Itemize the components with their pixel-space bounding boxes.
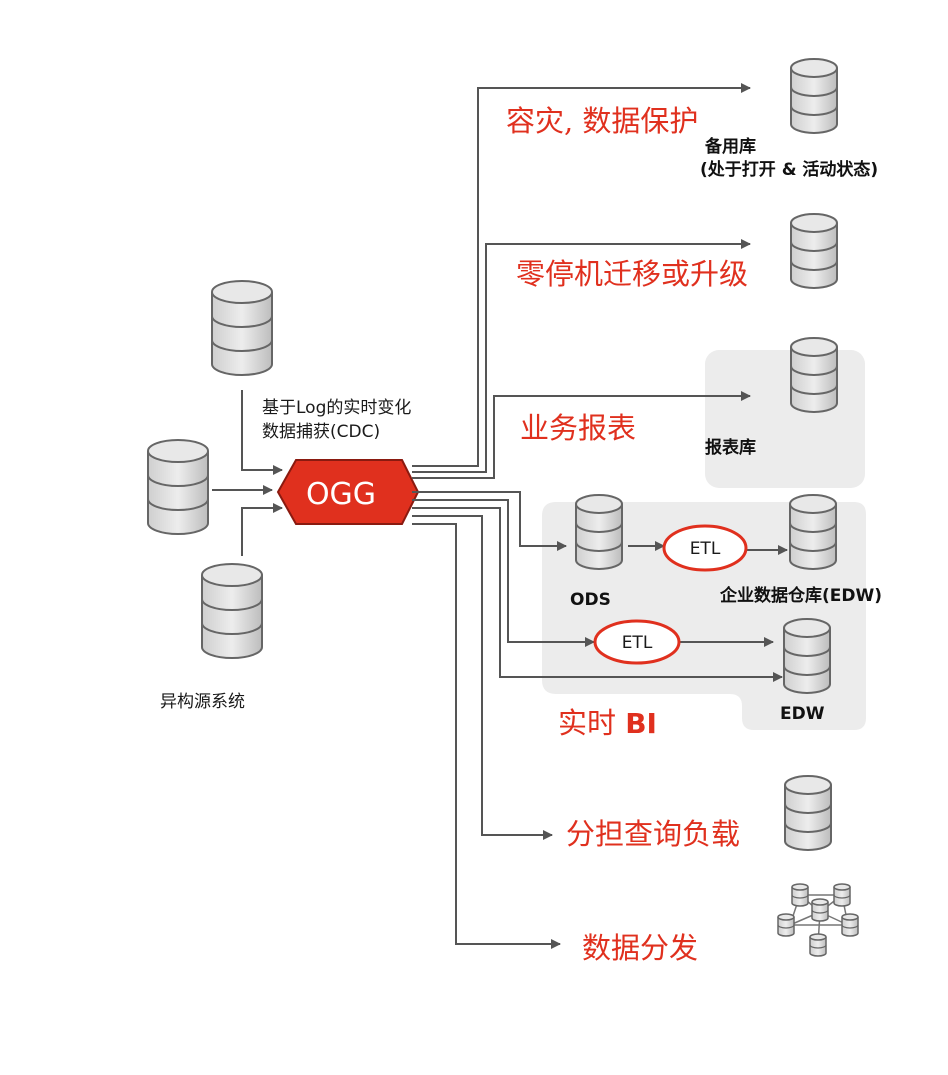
offload-title: 分担查询负载: [566, 817, 740, 851]
zero-downtime-title: 零停机迁移或升级: [516, 257, 748, 291]
bi-title: 实时 BI: [558, 706, 657, 740]
distribution-flow-arrow: [412, 524, 560, 944]
source-database-icon: [148, 440, 208, 534]
migration-database-icon: [791, 214, 837, 288]
offload-database-icon: [785, 776, 831, 850]
reporting-title: 业务报表: [520, 411, 636, 445]
cdc-label-line2: 数据捕获(CDC): [262, 422, 380, 442]
etl-label: ETL: [690, 539, 721, 559]
standby-database-icon: [791, 59, 837, 133]
dr-title: 容灾, 数据保护: [506, 104, 698, 138]
cdc-source-database-icon: [212, 281, 272, 375]
cdc-label-line1: 基于Log的实时变化: [262, 398, 411, 418]
reporting-db-label: 报表库: [705, 437, 756, 458]
ogg-label: OGG: [306, 477, 376, 512]
reporting-database-icon: [791, 338, 837, 412]
edw-database-icon: [790, 495, 836, 569]
edw-label: 企业数据仓库(EDW): [719, 585, 882, 606]
standby-db-label: 备用库: [704, 136, 756, 157]
distributed-network-icon: [778, 884, 858, 956]
offload-flow-arrow: [412, 516, 552, 835]
hetero-source-database-icon: [202, 564, 262, 658]
hetero-source-label: 异构源系统: [160, 692, 245, 712]
ods-label: ODS: [570, 590, 611, 610]
ods-database-icon: [576, 495, 622, 569]
reporting-panel: [705, 350, 865, 488]
edw2-database-icon: [784, 619, 830, 693]
standby-db-sublabel: (处于打开 & 活动状态): [700, 159, 878, 180]
bi-title-cn: 实时: [558, 706, 625, 740]
hetero-to-ogg-arrow: [242, 508, 282, 556]
etl-label-2: ETL: [622, 633, 653, 653]
bi-title-en: BI: [625, 707, 657, 740]
distribution-title: 数据分发: [582, 931, 698, 965]
edw2-label: EDW: [780, 704, 825, 724]
